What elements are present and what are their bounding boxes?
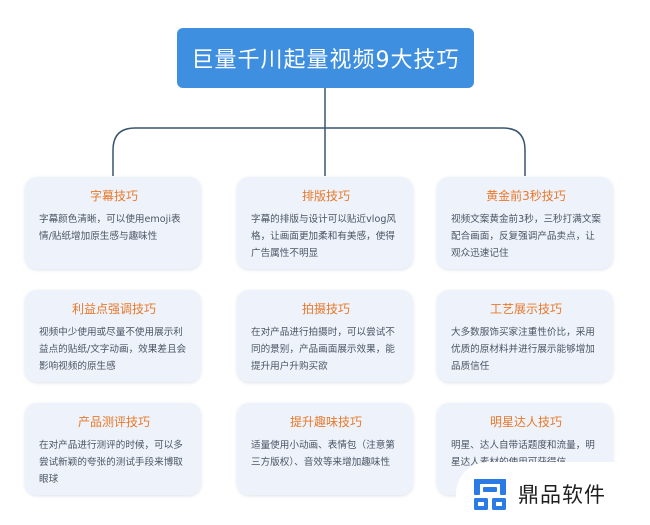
card-body: 字幕的排版与设计可以贴近vlog风格，让画面更加柔和有美感，使得广告属性不明显 [251,214,397,259]
card-golden-3s-tips: 黄金前3秒技巧 视频文案黄金前3秒，三秒打满文案配合画面，反复强调产品卖点，让观… [437,177,613,269]
card-body: 字幕颜色清晰，可以使用emoji表情/贴纸增加原生感与趣味性 [39,214,181,242]
card-subtitle-tips: 字幕技巧 字幕颜色清晰，可以使用emoji表情/贴纸增加原生感与趣味性 [25,177,201,269]
card-body: 在对产品进行拍摄时，可以尝试不同的景别，产品画面展示效果，能提升用户升购买欲 [251,327,395,372]
card-title: 产品测评技巧 [77,415,150,429]
card-body: 大多数服饰买家注重性价比，采用优质的原材料并进行展示能够增加品质信任 [451,327,595,372]
card-title: 提升趣味技巧 [289,415,362,429]
card-title: 黄金前3秒技巧 [486,189,566,203]
watermark-text: 鼎品软件 [518,482,606,507]
card-title: 工艺展示技巧 [489,302,562,316]
card-benefit-tips: 利益点强调技巧 视频中少使用或尽量不使用展示利益点的贴纸/文字动画，效果差且会影… [25,290,201,382]
diagram-title: 巨量千川起量视频9大技巧 [177,28,474,88]
card-body: 在对产品进行测评的时候，可以多尝试新颖的夸张的测试手段来博取眼球 [39,440,183,485]
card-shooting-tips: 拍摄技巧 在对产品进行拍摄时，可以尝试不同的景别，产品画面展示效果，能提升用户升… [237,290,413,382]
card-fun-tips: 提升趣味技巧 适量使用小动画、表情包（注意第三方版权）、音效等来增加趣味性 [237,403,413,495]
card-body: 适量使用小动画、表情包（注意第三方版权）、音效等来增加趣味性 [251,440,395,468]
card-body: 视频中少使用或尽量不使用展示利益点的贴纸/文字动画，效果差且会影响视频的原生感 [39,327,187,372]
card-title: 拍摄技巧 [301,302,350,316]
brand-logo-icon [474,478,506,510]
card-title: 字幕技巧 [89,189,138,203]
card-title: 排版技巧 [301,189,350,203]
card-title: 明星达人技巧 [489,415,562,429]
card-layout-tips: 排版技巧 字幕的排版与设计可以贴近vlog风格，让画面更加柔和有美感，使得广告属… [237,177,413,269]
card-body: 视频文案黄金前3秒，三秒打满文案配合画面，反复强调产品卖点，让观众迅速记住 [451,214,602,259]
card-title: 利益点强调技巧 [71,302,156,316]
watermark-logo: 鼎品软件 [456,462,650,525]
card-craft-tips: 工艺展示技巧 大多数服饰买家注重性价比，采用优质的原材料并进行展示能够增加品质信… [437,290,613,382]
card-review-tips: 产品测评技巧 在对产品进行测评的时候，可以多尝试新颖的夸张的测试手段来博取眼球 [25,403,201,495]
